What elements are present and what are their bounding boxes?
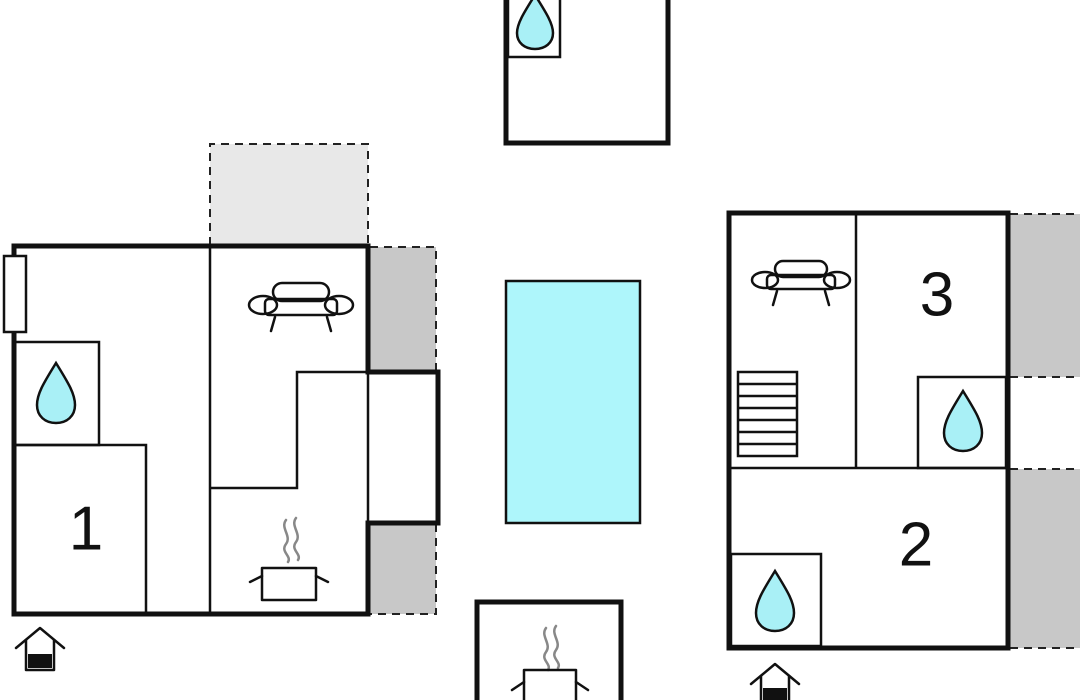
outbuilding-bottom <box>474 599 624 700</box>
staircase-icon <box>736 370 799 458</box>
entrance-icon <box>749 662 801 700</box>
room-label-2: 2 <box>899 510 933 579</box>
swimming-pool <box>504 279 642 525</box>
sofa-icon <box>247 281 355 333</box>
house-right: 3 2 <box>726 210 1080 700</box>
terrace-right-upper <box>370 247 436 371</box>
water-drop-icon <box>35 360 77 425</box>
cooking-pot-icon <box>510 668 590 700</box>
terrace-right-bottom <box>1010 469 1080 648</box>
cooking-pot-icon <box>248 566 330 602</box>
water-drop-icon <box>515 0 555 51</box>
outbuilding-top <box>503 0 671 146</box>
water-drop-icon <box>754 568 796 633</box>
window-icon <box>2 254 28 334</box>
house-left: 1 <box>2 143 441 672</box>
steam-icon <box>283 516 301 564</box>
terrace-right-top <box>1010 214 1080 377</box>
steam-icon <box>543 624 561 672</box>
terrace-light <box>210 144 368 245</box>
water-drop-icon <box>942 388 984 453</box>
room-label-3: 3 <box>920 260 954 329</box>
entrance-icon <box>14 626 66 672</box>
room-label-1: 1 <box>69 494 103 563</box>
terrace-right-lower <box>370 524 436 614</box>
sofa-icon <box>750 259 852 307</box>
